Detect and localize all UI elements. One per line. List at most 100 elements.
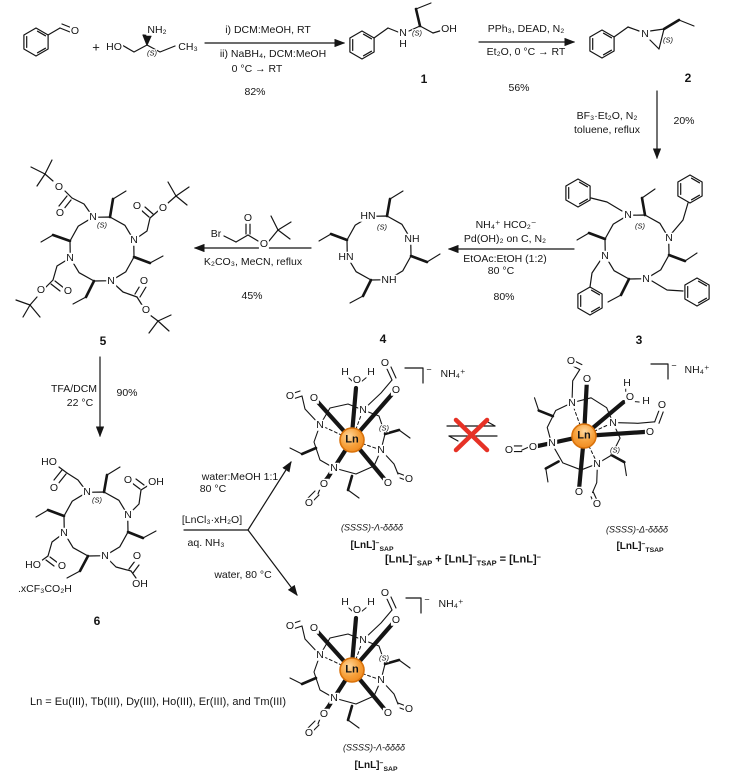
c4-HN3: HN [337, 250, 355, 263]
c6-N3: N [59, 526, 69, 539]
sap1-O2: O [390, 383, 402, 396]
compound-3-structure [565, 174, 710, 316]
yield-step4: 80% [493, 290, 515, 303]
c5-O2: O [53, 180, 65, 193]
sap1-O1: O [308, 391, 320, 404]
c3-N1: N [623, 208, 633, 221]
c1-H: H [398, 37, 408, 50]
tsap-O3: O [527, 440, 539, 453]
branch-arrows [183, 460, 298, 596]
ln-legend: Ln = Eu(III), Tb(III), Dy(III), Ho(III),… [30, 696, 286, 708]
sap1-N2: N [358, 403, 368, 416]
c5-O5: O [62, 284, 74, 297]
sap2-N2: N [358, 633, 368, 646]
sap1-counterion: NH₄⁺ [440, 367, 466, 380]
sap2-S: (S) [379, 653, 389, 663]
bromoacetate-structure [223, 215, 292, 243]
c5-O7: O [138, 274, 150, 287]
yield-step3: 20% [673, 114, 695, 127]
step3-cond-2: toluene, reflux [574, 123, 640, 136]
tsap-N2: N [608, 416, 618, 429]
tsap-N3: N [592, 457, 602, 470]
sap2-O2: O [390, 613, 402, 626]
sap2-O3: O [318, 707, 330, 720]
sap1-water-H2: H [366, 365, 376, 378]
sap2-O7: O [303, 726, 315, 739]
tsap-descriptor: (SSSS)-Δ-δδδδ [605, 524, 669, 535]
sap1-O4: O [382, 476, 394, 489]
step1-cond-2: ii) NaBH₄, DCM:MeOH [219, 47, 327, 60]
sap1-N4: N [329, 461, 339, 474]
c1-OH: OH [440, 22, 458, 35]
bromoacetate-O1: O [242, 211, 254, 224]
sap2-water-O: O [351, 603, 363, 616]
step5-cond-1: K₂CO₃, MeCN, reflux [203, 255, 303, 268]
tsap-S: (S) [610, 445, 620, 455]
tsap-O8: O [591, 497, 603, 510]
step4-cond-3: EtOAc:EtOH (1:2) [463, 252, 547, 265]
sap1-charge: − [426, 364, 432, 375]
tfa-salt: .xCF₃CO₂H [18, 582, 72, 595]
step6-cond-1: TFA/DCM [50, 382, 98, 395]
compound-5-number: 5 [99, 334, 107, 348]
sap2-Ln: Ln [345, 663, 359, 676]
c5-N2: N [129, 233, 139, 246]
tsap-name: [LnL]−TSAP [616, 540, 664, 554]
c6-O4: O [131, 549, 143, 562]
sap1-name: [LnL]−SAP [350, 539, 394, 553]
c5-O8: O [140, 303, 152, 316]
step1-cond-3: 0 °C → RT [231, 62, 283, 75]
step8-cond-1: water:MeOH 1:1 [201, 470, 279, 483]
c6-OH2: OH [147, 475, 165, 488]
bromoacetate-O2: O [258, 237, 270, 250]
c6-O3: O [56, 559, 68, 572]
compound-4-number: 4 [379, 332, 387, 346]
aminobutanol-structure [121, 34, 176, 53]
c3-N3: N [600, 249, 610, 262]
sap1-O5: O [284, 389, 296, 402]
sap2-O4: O [382, 706, 394, 719]
tsap-water-H1: H [622, 376, 632, 389]
aminol-CH3: CH₃ [177, 40, 199, 53]
c3-N2: N [664, 231, 674, 244]
sap1-O6: O [379, 356, 391, 369]
sap2-name: [LnL]−SAP [354, 759, 398, 773]
tsap-O5: O [565, 354, 577, 367]
yield-step6: 90% [116, 386, 138, 399]
sap2-O5: O [284, 619, 296, 632]
sap2-N1: N [315, 648, 325, 661]
c5-O6: O [35, 283, 47, 296]
sap2-water-H2: H [366, 595, 376, 608]
c5-N3: N [65, 251, 75, 264]
tsap-water-H2: H [641, 394, 651, 407]
sap1-water-O: O [351, 373, 363, 386]
step6-cond-2: 22 °C [66, 396, 94, 409]
c5-N1: N [88, 210, 98, 223]
compound-2-number: 2 [684, 71, 692, 85]
compound-1-structure [349, 2, 444, 60]
counterion-brackets [404, 363, 669, 614]
sap1-O3: O [318, 477, 330, 490]
yield-step2: 56% [508, 81, 530, 94]
yield-step1: 82% [244, 85, 266, 98]
c6-HO1: HO [40, 455, 58, 468]
aminol-NH2: NH₂ [146, 23, 168, 36]
c6-S: (S) [92, 495, 102, 505]
step7-cond-2: aq. NH₃ [187, 536, 225, 549]
sap1-N3: N [376, 443, 386, 456]
tsap-water-O: O [624, 390, 636, 403]
bromoacetate-Br: Br [209, 227, 223, 240]
sap2-O6: O [379, 586, 391, 599]
compound-4-structure [318, 190, 441, 304]
c2-N: N [640, 27, 650, 40]
tsap-O6: O [656, 398, 668, 411]
sap1-O7: O [303, 496, 315, 509]
sap2-charge: − [424, 594, 430, 605]
tsap-charge: − [671, 360, 677, 371]
c6-N4: N [100, 549, 110, 562]
c6-HO3: HO [24, 558, 42, 571]
sap1-descriptor: (SSSS)-Λ-δδδδ [340, 522, 404, 533]
c5-O1: O [54, 206, 66, 219]
compound-6-number: 6 [93, 614, 101, 628]
